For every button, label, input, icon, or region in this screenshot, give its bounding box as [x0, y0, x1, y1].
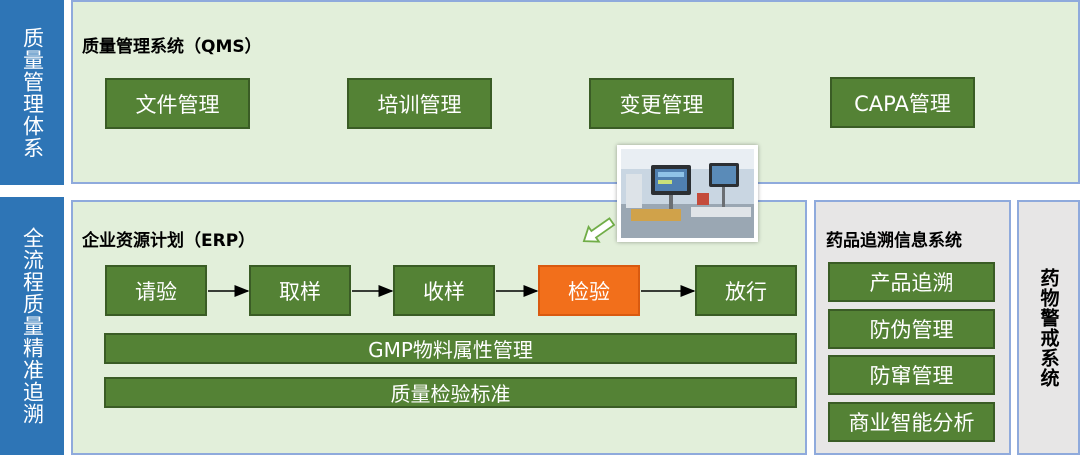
qms-title: 质量管理系统（QMS）	[82, 37, 262, 57]
pharmacovigilance-panel: 药物警戒系统	[1017, 200, 1080, 455]
pharmacovigilance-title: 药物警戒系统	[1037, 267, 1060, 388]
module-training: 培训管理	[347, 78, 492, 129]
flow-step-sampling: 取样	[249, 265, 351, 316]
module-capa: CAPA管理	[830, 77, 975, 128]
traceability-label-text: 全流程质量精准追溯	[20, 227, 45, 425]
module-change: 变更管理	[589, 78, 734, 129]
flow-step-request: 请验	[105, 265, 207, 316]
hollow-pointer-arrow-icon	[582, 217, 616, 243]
inspection-standard-bar: 质量检验标准	[104, 377, 797, 408]
trace-title: 药品追溯信息系统	[826, 231, 962, 251]
erp-title: 企业资源计划（ERP）	[82, 231, 256, 251]
flow-step-inspection: 检验	[538, 265, 640, 316]
trace-item-product: 产品追溯	[828, 262, 995, 302]
traceability-label: 全流程质量精准追溯	[0, 197, 64, 455]
inspection-equipment-photo	[617, 145, 758, 242]
trace-item-bi-analysis: 商业智能分析	[828, 402, 995, 442]
flow-step-receiving: 收样	[393, 265, 495, 316]
quality-system-label-text: 质量管理体系	[20, 26, 45, 159]
quality-system-label: 质量管理体系	[0, 0, 64, 185]
trace-item-anticounterfeit: 防伪管理	[828, 309, 995, 349]
erp-panel	[71, 200, 807, 455]
trace-item-antidiversion: 防窜管理	[828, 355, 995, 395]
gmp-attribute-bar: GMP物料属性管理	[104, 333, 797, 364]
flow-step-release: 放行	[695, 265, 797, 316]
equipment-illustration	[621, 149, 754, 238]
module-documents: 文件管理	[105, 78, 250, 129]
